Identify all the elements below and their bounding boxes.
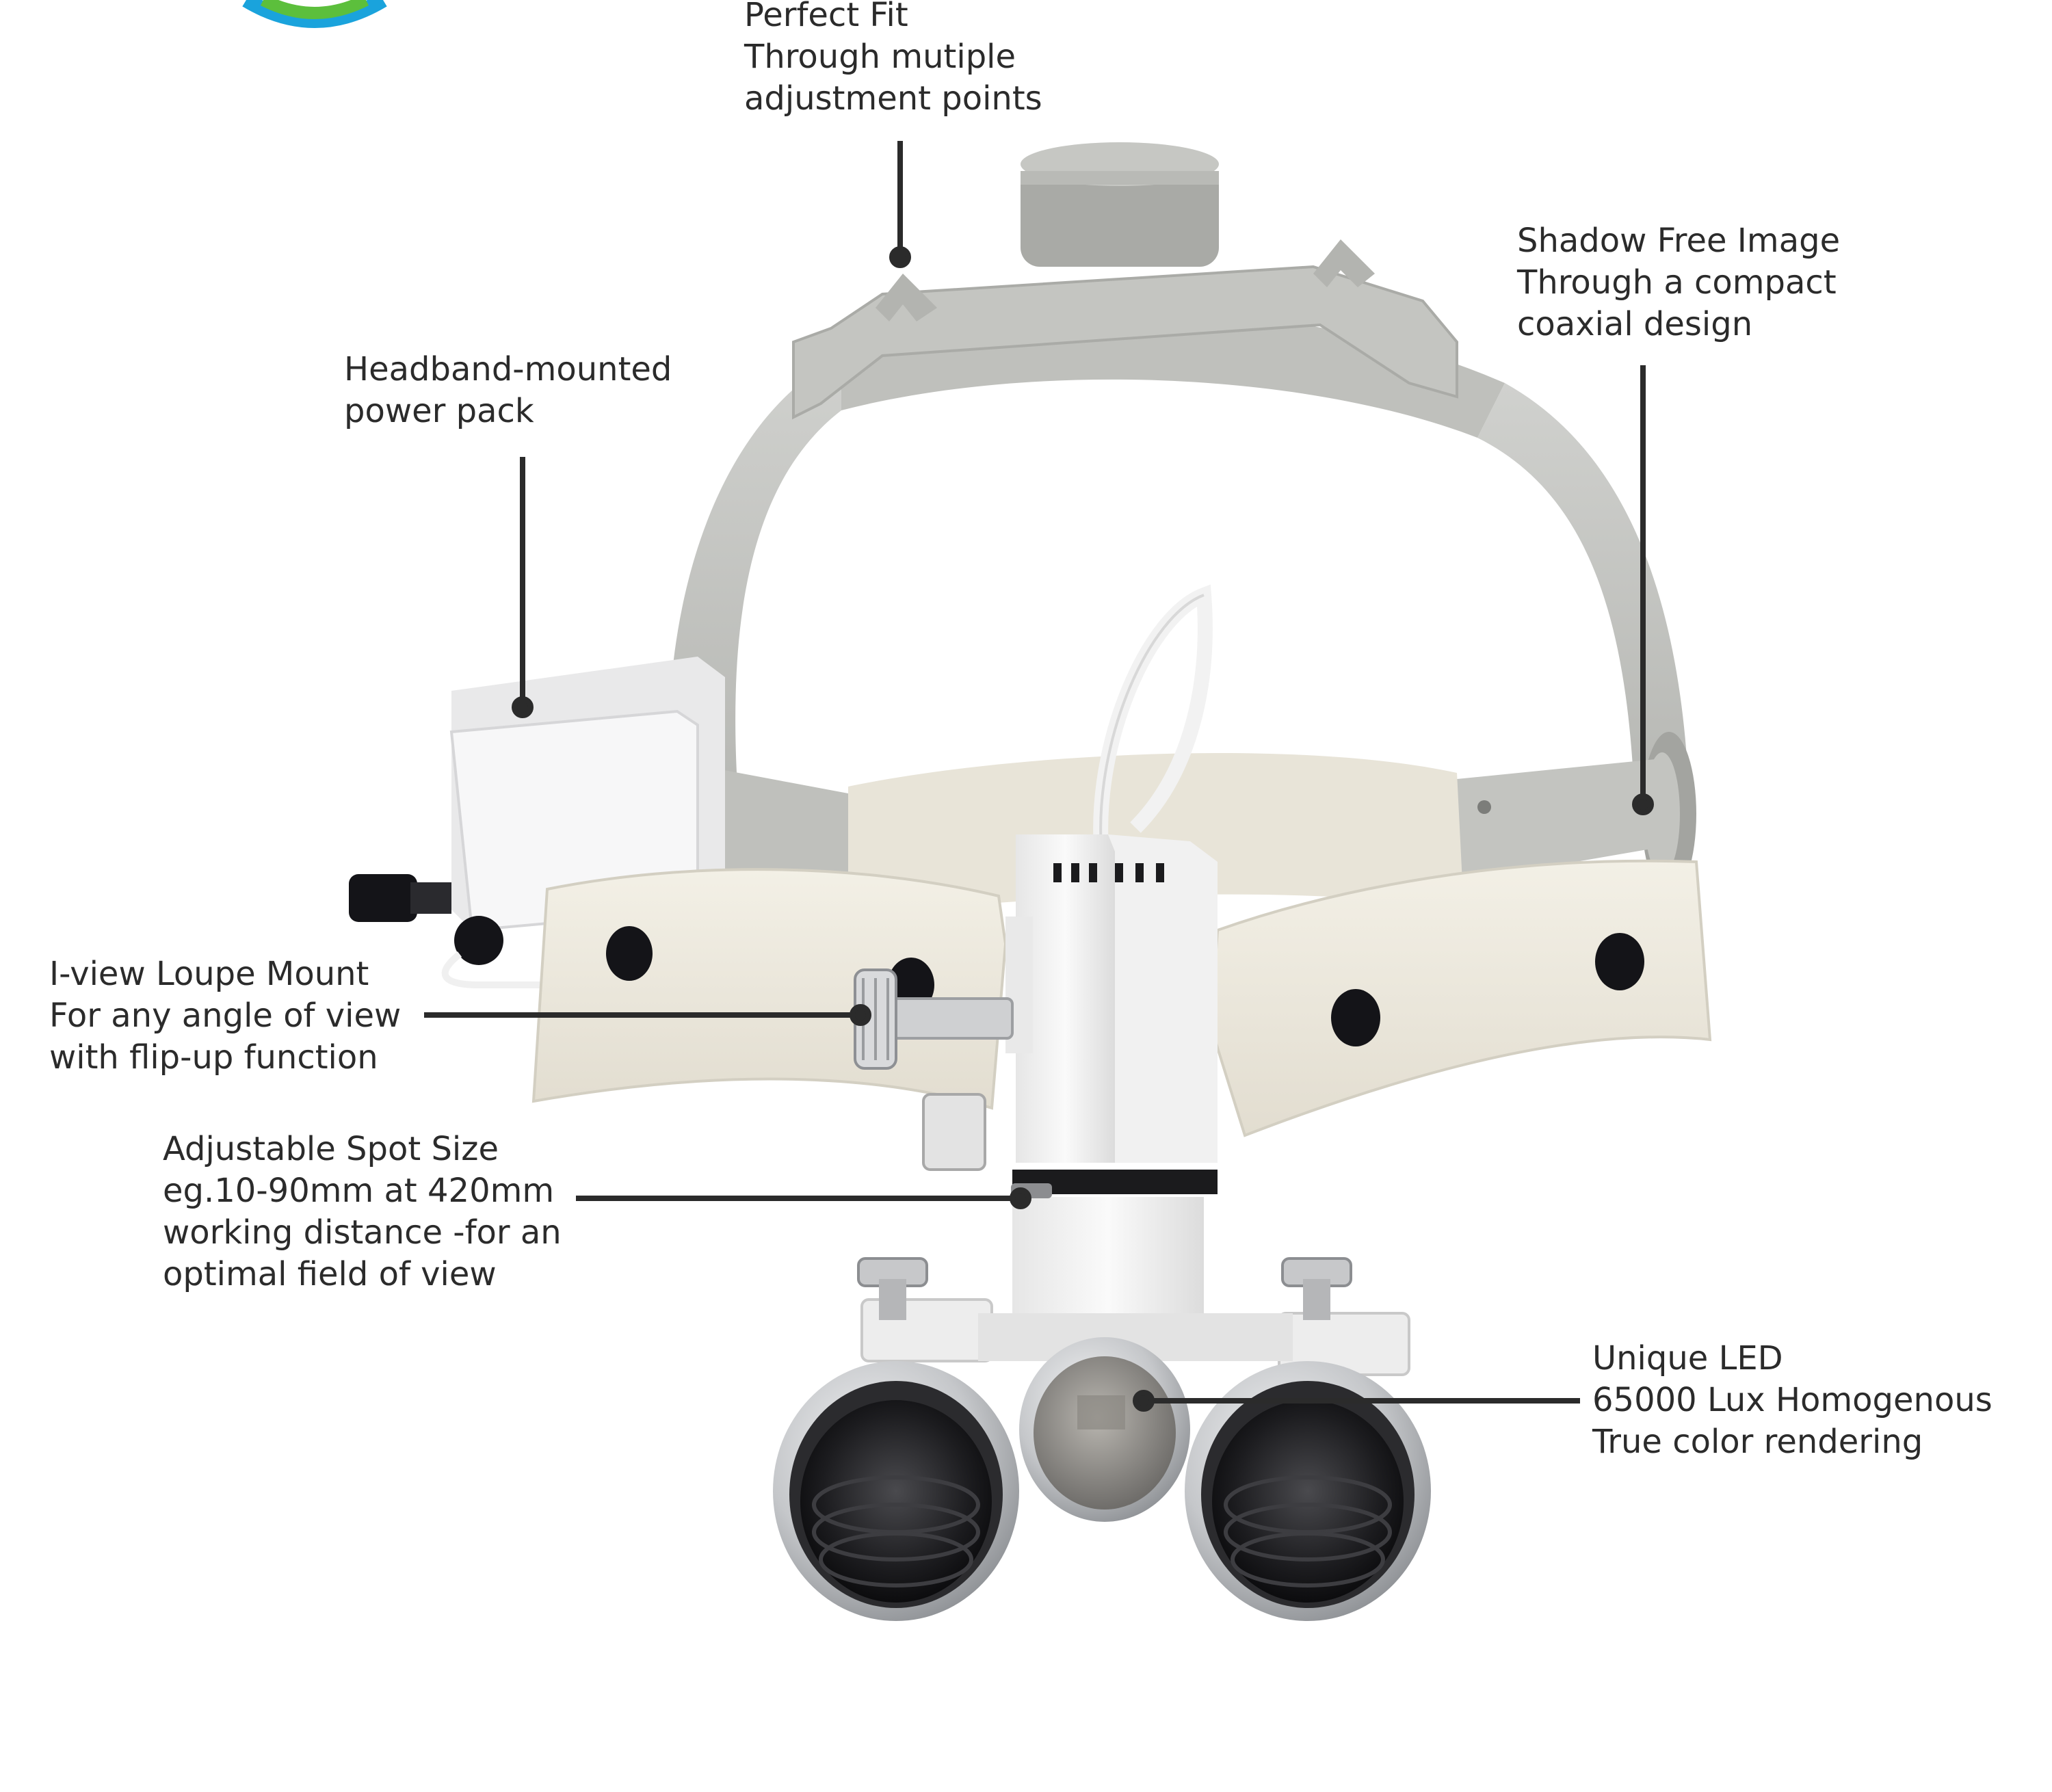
- vent-slots: [1053, 863, 1164, 882]
- callout-shadow-free: Shadow Free Image Through a compact coax…: [1517, 220, 1840, 345]
- top-adjustment-bridge: [792, 239, 1458, 420]
- callout-line: Through mutiple: [744, 38, 1016, 76]
- callout-spot-size: Adjustable Spot Size eg.10-90mm at 420mm…: [163, 1129, 562, 1295]
- brand-logo-fragment: [242, 0, 387, 28]
- callout-title: Shadow Free Image: [1517, 222, 1841, 260]
- callout-title: Headband-mounted: [344, 350, 672, 388]
- callout-leader-lines: [424, 141, 1654, 1412]
- led-lens: [1019, 1337, 1190, 1522]
- callout-title: I-view Loupe Mount: [49, 955, 369, 993]
- callout-line: working distance -for an: [163, 1213, 562, 1252]
- pad-rivets: [606, 926, 1644, 1046]
- led-headlight-housing: [1005, 834, 1218, 1368]
- callout-line: Through a compact: [1517, 263, 1837, 302]
- callout-loupe-mount: I-view Loupe Mount For any angle of view…: [49, 953, 401, 1079]
- callout-line: adjustment points: [744, 79, 1042, 118]
- callout-line: coaxial design: [1517, 305, 1753, 343]
- left-magnifier-loupe: [773, 1361, 1019, 1621]
- callout-line: For any angle of view: [49, 997, 402, 1035]
- callout-line: True color rendering: [1592, 1423, 1923, 1461]
- right-magnifier-loupe: [1185, 1361, 1431, 1621]
- callout-line: optimal field of view: [163, 1255, 497, 1293]
- callout-title: Perfect Fit: [744, 0, 908, 34]
- adjustment-dial-knob: [1021, 142, 1219, 267]
- right-loupe-knob: [1281, 1257, 1352, 1320]
- callout-line: power pack: [344, 392, 534, 430]
- callout-perfect-fit: Perfect Fit Through mutiple adjustment p…: [744, 0, 1042, 120]
- callout-title: Adjustable Spot Size: [163, 1130, 499, 1168]
- callout-line: with flip-up function: [49, 1038, 378, 1077]
- left-loupe-knob: [857, 1257, 928, 1320]
- callout-line: eg.10-90mm at 420mm: [163, 1172, 555, 1210]
- callout-title: Unique LED: [1592, 1339, 1783, 1378]
- callout-line: 65000 Lux Homogenous: [1592, 1381, 1992, 1419]
- callout-power-pack: Headband-mounted power pack: [344, 349, 672, 432]
- callout-unique-led: Unique LED 65000 Lux Homogenous True col…: [1592, 1338, 1992, 1463]
